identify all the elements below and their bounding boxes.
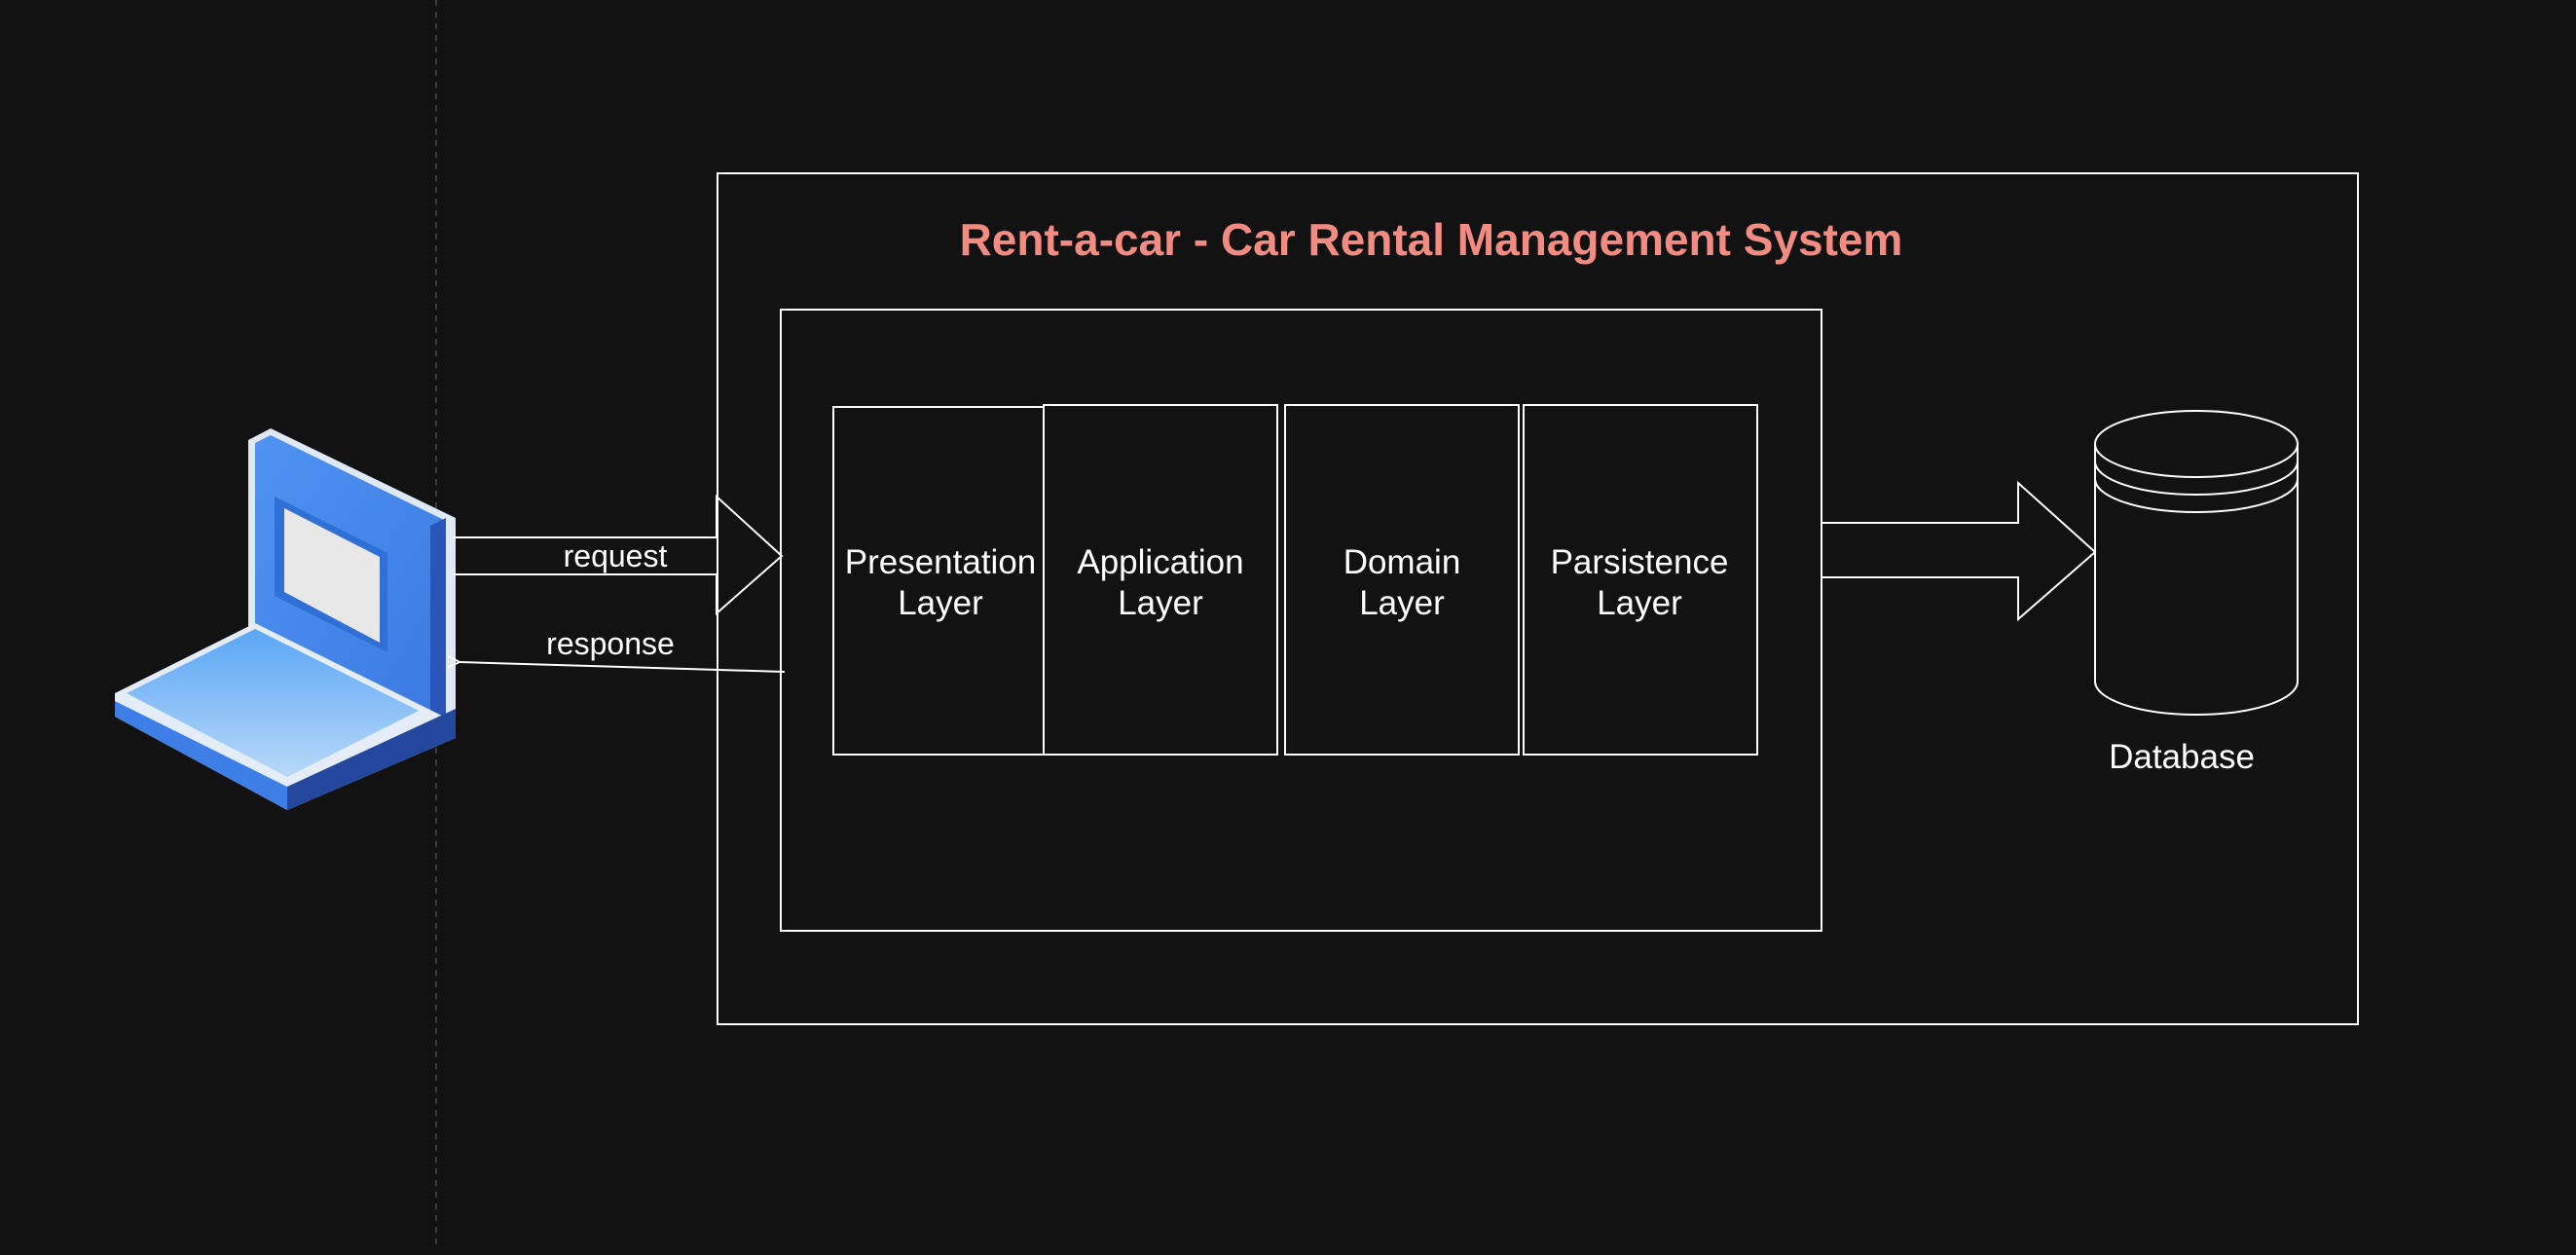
- layer-label-line1: Presentation: [845, 543, 1037, 581]
- layer-label-line2: Layer: [1118, 584, 1203, 622]
- layer-persistence: Parsistence Layer: [1523, 404, 1758, 756]
- laptop-icon: [115, 428, 456, 810]
- layer-label-line2: Layer: [1597, 584, 1682, 622]
- system-boundary: [717, 172, 2359, 1025]
- database-icon: [2094, 410, 2299, 716]
- response-label: response: [546, 626, 675, 661]
- layer-presentation: Presentation Layer: [832, 406, 1045, 756]
- application-container: [780, 309, 1822, 932]
- response-arrow: [460, 662, 786, 673]
- layer-label-line1: Domain: [1343, 543, 1461, 581]
- layer-label-line1: Application: [1077, 543, 1243, 581]
- layer-application: Application Layer: [1043, 404, 1278, 756]
- layer-label-line2: Layer: [898, 584, 983, 622]
- layer-domain: Domain Layer: [1284, 404, 1520, 756]
- request-label: request: [564, 538, 668, 573]
- database-arrow: [1822, 480, 2097, 622]
- page-title: Rent-a-car - Car Rental Management Syste…: [960, 214, 1903, 265]
- layer-label-line1: Parsistence: [1551, 543, 1729, 581]
- database-label: Database: [2109, 738, 2255, 776]
- layer-label-line2: Layer: [1359, 584, 1445, 622]
